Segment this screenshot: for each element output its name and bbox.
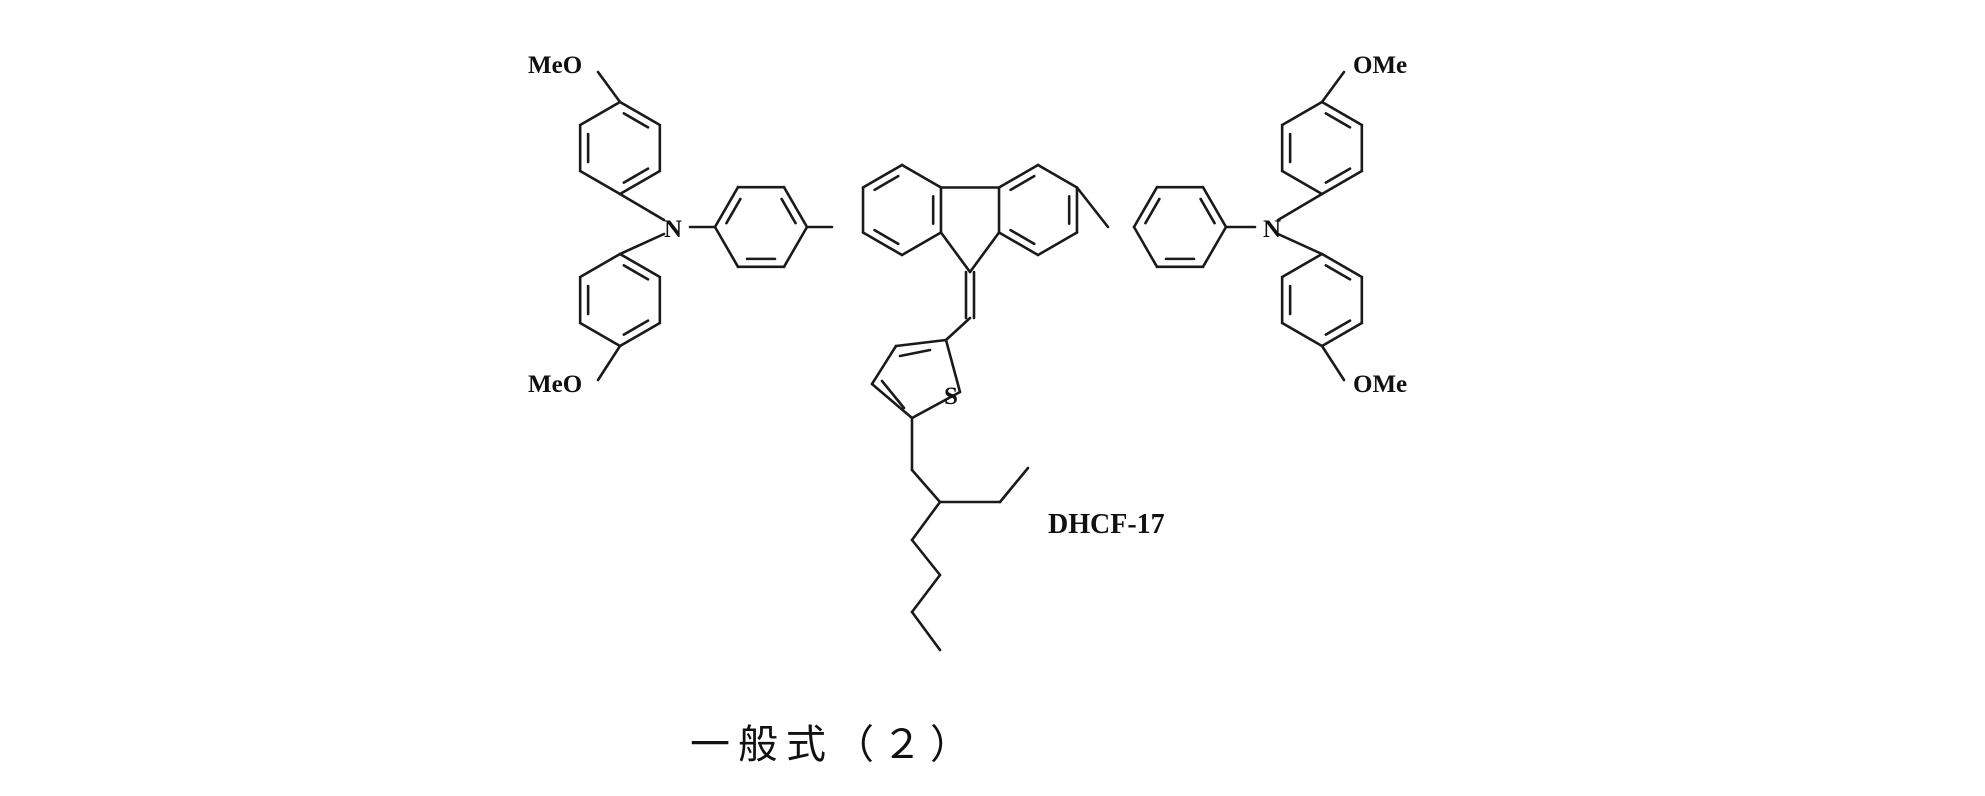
methoxy-label-bottom-left: MeO	[528, 371, 582, 398]
methoxy-label-bottom-right: OMe	[1353, 371, 1407, 398]
bond-lines	[580, 72, 1362, 650]
methoxy-label-top-right: OMe	[1353, 52, 1407, 79]
nitrogen-label-right: N	[1263, 216, 1281, 243]
nitrogen-label-left: N	[664, 216, 682, 243]
general-formula-caption: 一般式（２）	[690, 722, 978, 768]
compound-id-label: DHCF-17	[1048, 509, 1165, 540]
sulfur-label: S	[944, 383, 958, 410]
methoxy-label-top-left: MeO	[528, 52, 582, 79]
